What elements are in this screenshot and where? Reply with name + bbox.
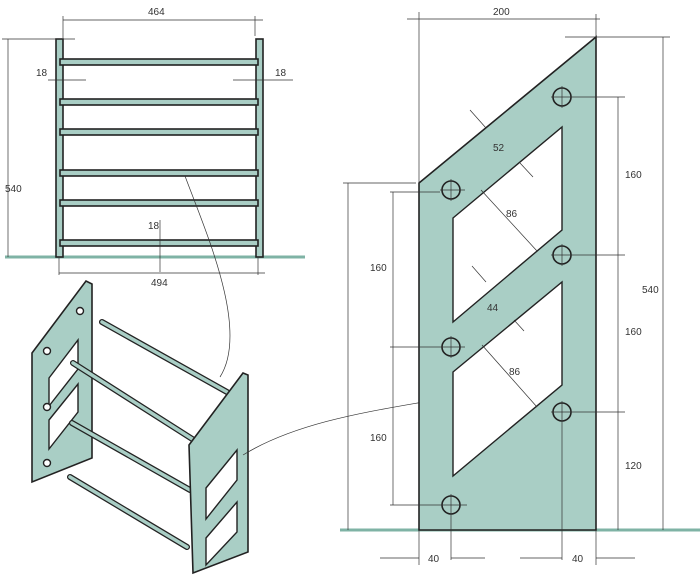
rail bbox=[59, 239, 259, 247]
dim-height: 540 bbox=[5, 184, 22, 195]
dim-rail: 18 bbox=[148, 221, 160, 232]
dim-width-top: 464 bbox=[148, 7, 165, 18]
dim-post-left: 18 bbox=[36, 68, 48, 79]
front-view: 464 540 18 18 18 494 bbox=[2, 7, 305, 289]
right-post bbox=[255, 38, 264, 258]
left-post bbox=[55, 38, 64, 258]
dim-middle-band: 44 bbox=[487, 303, 499, 314]
dim-panel-height: 540 bbox=[642, 285, 659, 296]
holes bbox=[390, 86, 625, 560]
side-panel-view: 200 540 160 160 120 160 160 52 86 44 86 … bbox=[340, 7, 700, 565]
dim-left-spacing-2: 160 bbox=[370, 433, 387, 444]
side-panel bbox=[418, 35, 597, 531]
rails bbox=[59, 58, 259, 247]
dim-lower-opening: 86 bbox=[509, 367, 521, 378]
rod bbox=[71, 361, 199, 444]
dim-panel-width: 200 bbox=[493, 7, 510, 18]
upper-opening bbox=[452, 125, 563, 324]
dim-left-spacing-1: 160 bbox=[370, 263, 387, 274]
rod bbox=[70, 421, 192, 492]
rod bbox=[68, 475, 189, 549]
rail bbox=[59, 98, 259, 106]
dim-top-band: 52 bbox=[493, 143, 505, 154]
dim-edge-left: 40 bbox=[428, 554, 440, 565]
dim-upper-opening: 86 bbox=[506, 209, 518, 220]
dim-edge-right: 40 bbox=[572, 554, 584, 565]
rail bbox=[59, 169, 259, 177]
rail bbox=[59, 199, 259, 207]
rod bbox=[100, 320, 229, 394]
dim-right-spacing-3: 120 bbox=[625, 461, 642, 472]
dim-right-spacing-1: 160 bbox=[625, 170, 642, 181]
lower-opening bbox=[452, 280, 563, 478]
rail bbox=[59, 128, 259, 136]
dim-width-bottom: 494 bbox=[151, 278, 168, 289]
rail bbox=[59, 58, 259, 66]
isometric-view bbox=[31, 175, 441, 575]
dim-right-spacing-2: 160 bbox=[625, 327, 642, 338]
dim-post-right: 18 bbox=[275, 68, 287, 79]
